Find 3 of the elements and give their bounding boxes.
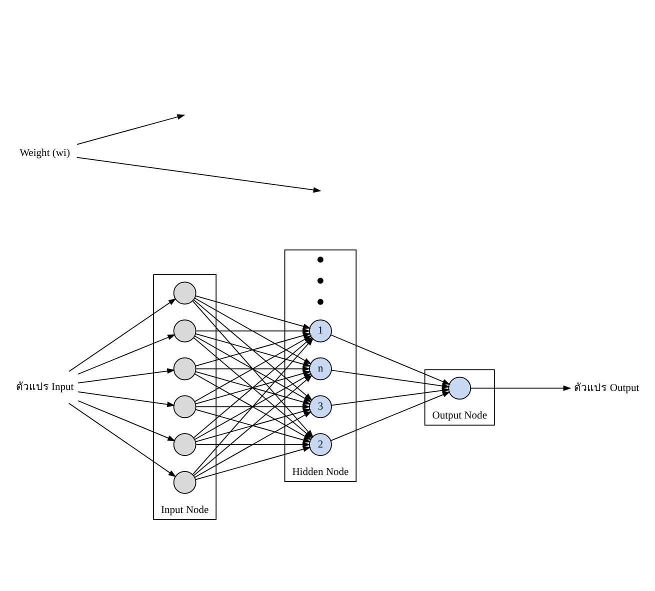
node-text: Weight (wi) — [20, 148, 70, 159]
node-text: ตัวแปร Output — [574, 382, 640, 394]
node-text: ตัวแปร Input — [16, 382, 74, 394]
